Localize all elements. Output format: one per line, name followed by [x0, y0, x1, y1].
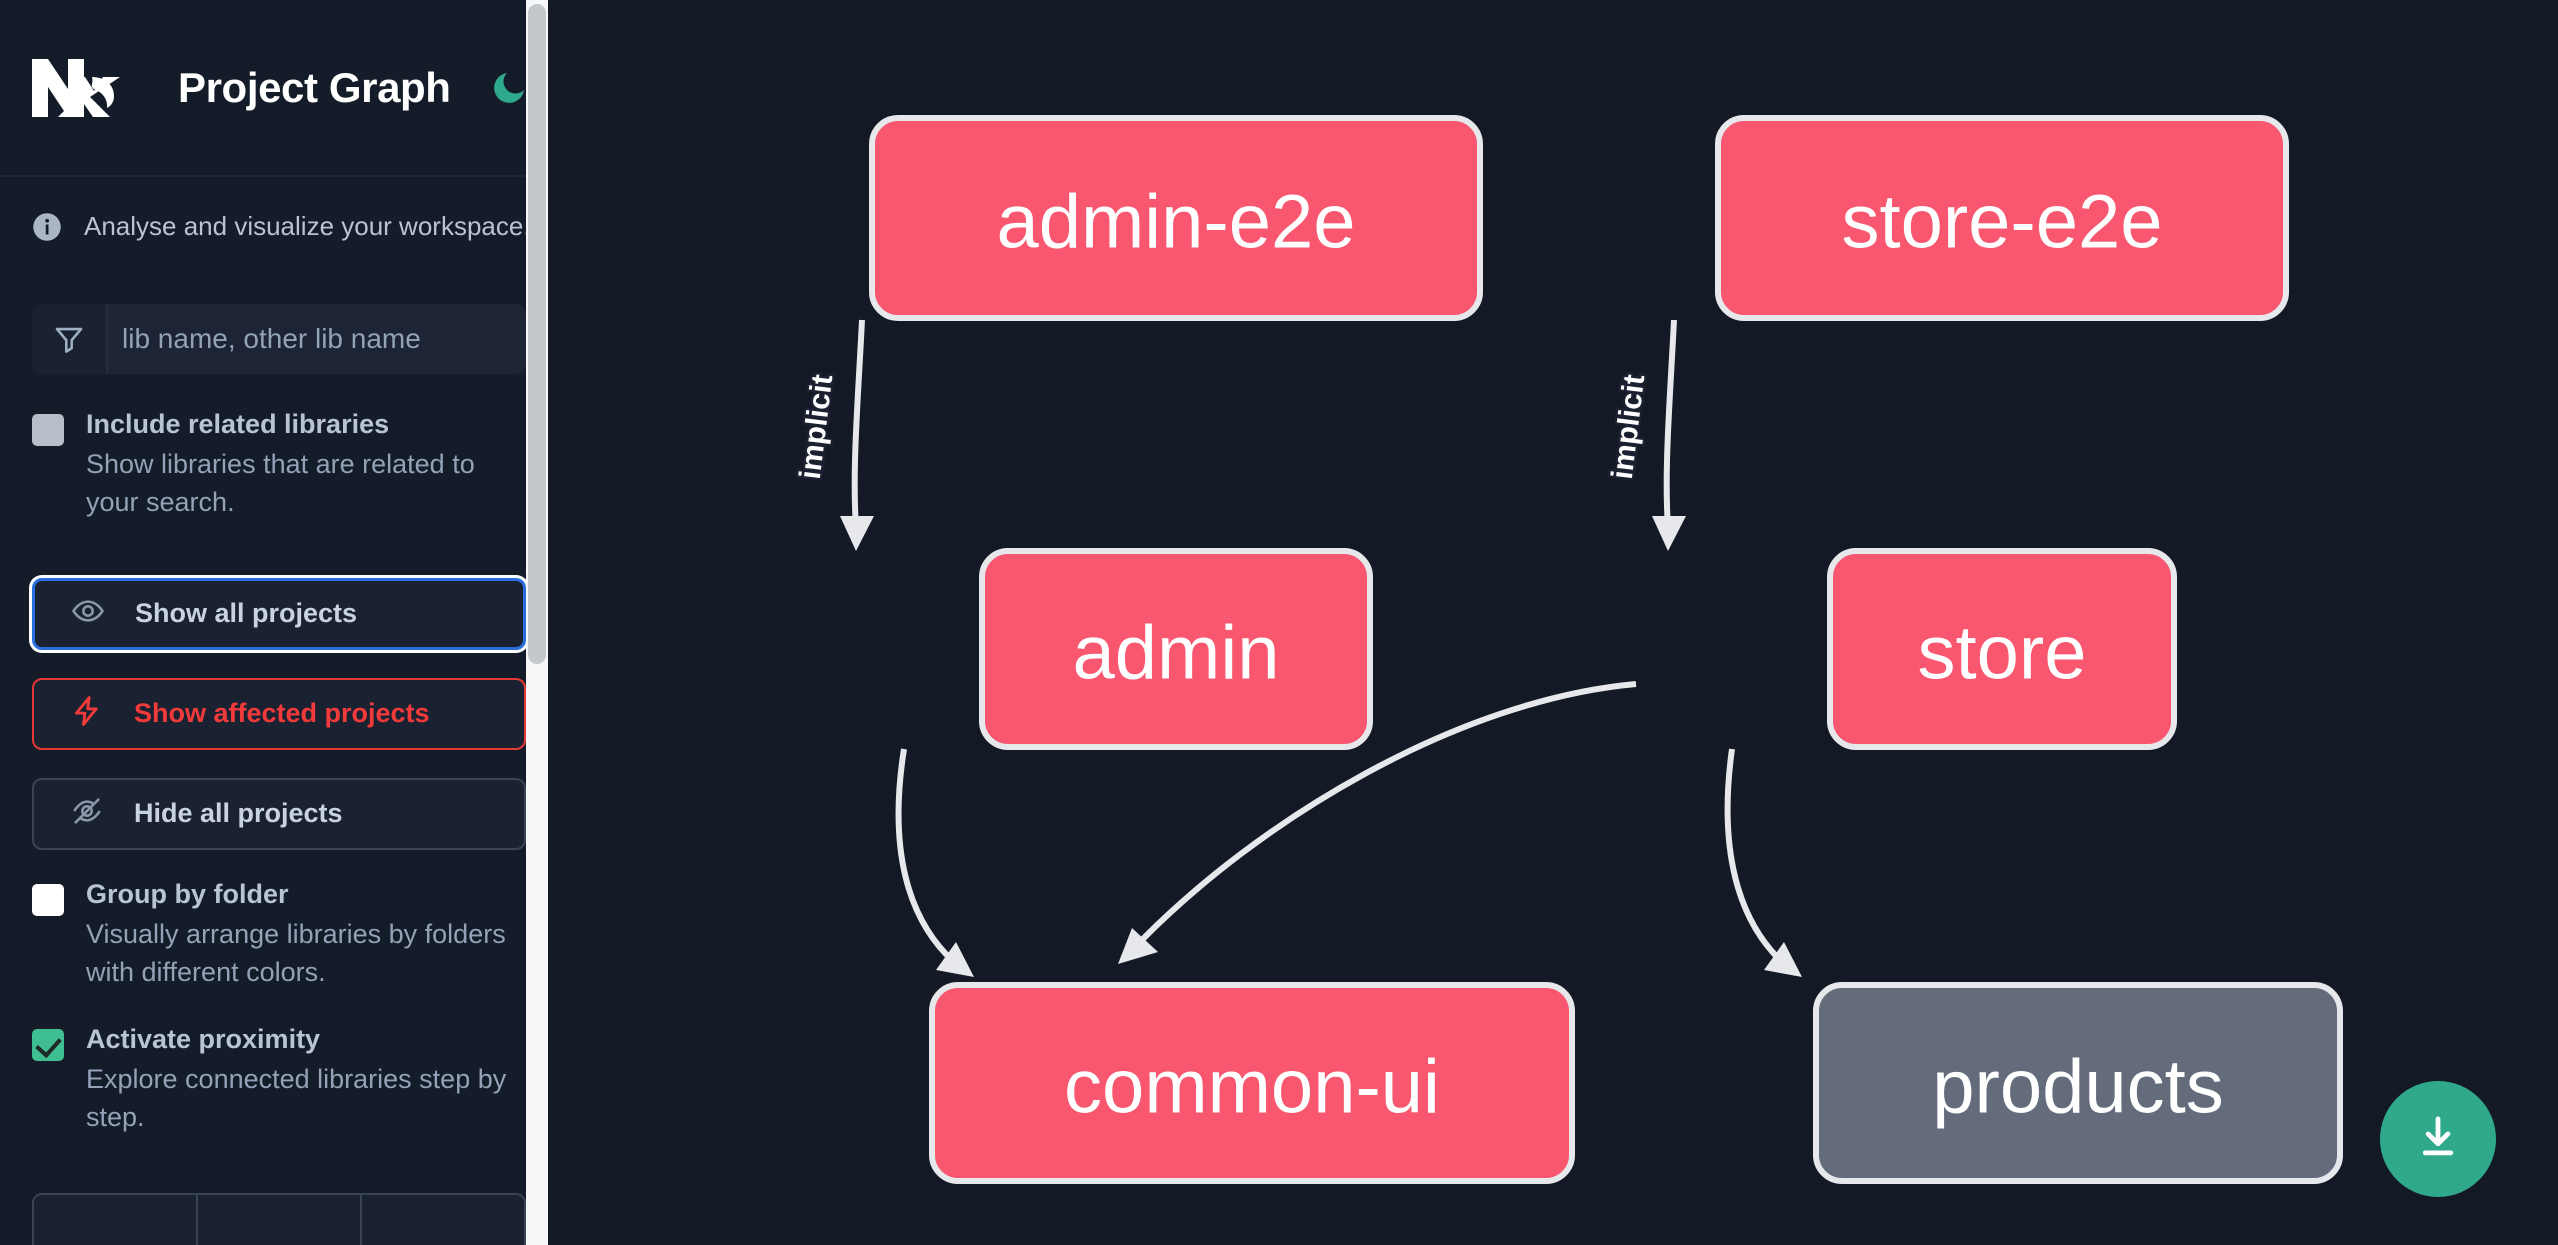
proximity-step-controls[interactable] [32, 1192, 526, 1245]
sidebar-header: Project Graph [0, 0, 558, 177]
activate-proximity-label: Activate proximity [86, 1024, 321, 1055]
proximity-step-decrease[interactable] [34, 1194, 198, 1245]
proximity-step-value[interactable] [198, 1194, 362, 1245]
nx-logo-icon [32, 57, 126, 119]
hide-all-projects-button[interactable]: Hide all projects [32, 777, 526, 850]
graph-node-label-store-e2e: store-e2e [1841, 180, 2162, 265]
proximity-step-increase[interactable] [362, 1194, 524, 1245]
graph-edges: implicit implicit [791, 319, 1802, 977]
edge-admin-to-common-ui[interactable] [895, 748, 974, 977]
search-input[interactable] [108, 304, 526, 374]
hide-all-projects-label: Hide all projects [134, 798, 343, 829]
activate-proximity-description: Explore connected libraries step by step… [86, 1064, 507, 1133]
option-activate-proximity[interactable]: Activate proximity Explore connected lib… [0, 1023, 558, 1137]
show-affected-projects-button[interactable]: Show affected projects [32, 677, 526, 750]
graph-canvas[interactable]: implicit implicit [558, 0, 2558, 1245]
graph-node-label-products: products [1932, 1045, 2224, 1130]
graph-node-common-ui[interactable]: common-ui [929, 982, 1575, 1184]
group-by-folder-checkbox[interactable] [32, 883, 64, 916]
graph-node-products[interactable]: products [1813, 982, 2343, 1184]
option-include-related-libraries[interactable]: Include related libraries Show libraries… [0, 408, 558, 522]
filter-funnel-icon[interactable] [32, 304, 108, 374]
group-by-folder-description: Visually arrange libraries by folders wi… [86, 918, 506, 987]
eye-icon [71, 594, 105, 633]
graph-node-store-e2e[interactable]: store-e2e [1715, 115, 2289, 321]
graph-node-label-admin-e2e: admin-e2e [996, 180, 1355, 265]
sidebar-edge [548, 0, 558, 1245]
graph-node-label-common-ui: common-ui [1064, 1045, 1440, 1130]
workspace-info: Analyse and visualize your workspace. [0, 177, 558, 242]
lightning-icon [70, 694, 104, 733]
moon-icon[interactable] [487, 66, 531, 110]
download-icon [2411, 1111, 2465, 1168]
graph-node-store[interactable]: store [1827, 548, 2177, 750]
graph-node-label-admin: admin [1073, 611, 1280, 696]
graph-node-label-store: store [1918, 611, 2087, 696]
info-circle-icon [32, 212, 62, 242]
page-title: Project Graph [178, 63, 451, 111]
show-affected-projects-label: Show affected projects [134, 698, 430, 729]
group-by-folder-label: Group by folder [86, 878, 289, 909]
sidebar: Project Graph Analyse and visualize yo [0, 0, 558, 1245]
graph-node-admin-e2e[interactable]: admin-e2e [869, 115, 1483, 321]
edge-store-to-products[interactable] [1724, 748, 1802, 977]
sidebar-scrollbar-thumb[interactable] [528, 4, 546, 664]
graph-nodes: admin-e2e store-e2e admin store common-u [869, 115, 2343, 1184]
download-graph-button[interactable] [2380, 1081, 2496, 1197]
include-related-libraries-label: Include related libraries [86, 409, 390, 439]
search-bar [32, 304, 526, 374]
eye-off-icon [70, 794, 104, 833]
show-all-projects-label: Show all projects [135, 598, 358, 629]
option-group-by-folder[interactable]: Group by folder Visually arrange librari… [0, 878, 558, 992]
include-related-libraries-description: Show libraries that are related to your … [86, 448, 475, 518]
sidebar-scrollbar[interactable] [526, 0, 548, 1245]
show-all-projects-button[interactable]: Show all projects [32, 577, 526, 650]
edge-store-e2e-to-store[interactable]: implicit [1603, 319, 1686, 551]
edge-store-to-common-ui[interactable] [1118, 681, 1637, 964]
graph-node-admin[interactable]: admin [979, 548, 1373, 750]
edge-label-implicit-admin: implicit [794, 373, 840, 481]
include-related-libraries-checkbox[interactable] [32, 414, 64, 446]
project-graph-svg: implicit implicit [791, 115, 2343, 1184]
edge-label-implicit-store: implicit [1606, 373, 1652, 481]
activate-proximity-checkbox[interactable] [32, 1029, 64, 1062]
project-visibility-buttons: Show all projects Show affected projects [32, 577, 526, 850]
edge-admin-e2e-to-admin[interactable]: implicit [791, 319, 874, 551]
workspace-info-text: Analyse and visualize your workspace. [84, 211, 531, 241]
